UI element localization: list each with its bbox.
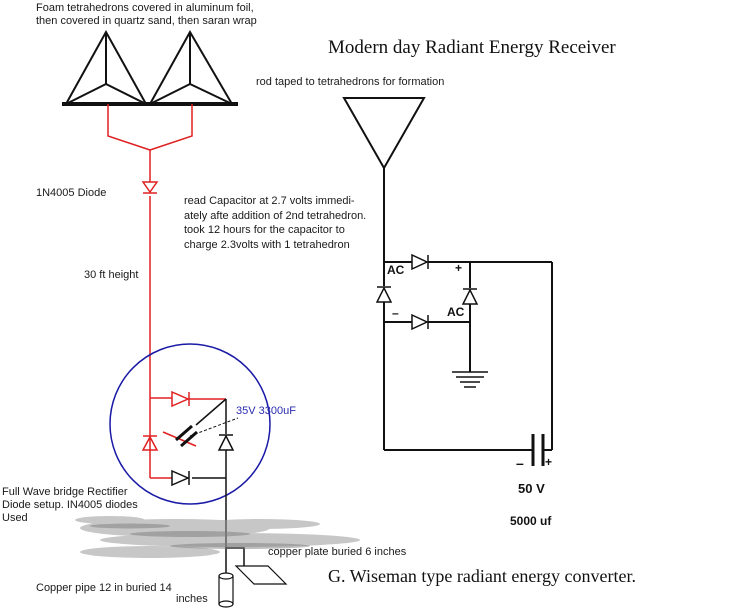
copper-pipe (218, 572, 234, 608)
bridge-rectifier-note: Full Wave bridge Rectifier Diode setup. … (2, 486, 138, 524)
ac-bottom-label: AC (447, 305, 465, 319)
red-feed-wires (107, 104, 193, 398)
main-diode-symbol (141, 181, 159, 194)
copper-pipe-label: Copper pipe 12 in buried 14 (36, 582, 172, 594)
tetrahedron-right (148, 29, 234, 105)
receiver-antenna (342, 97, 426, 262)
bridge-highlight-circle (109, 343, 271, 505)
bridge-diode-bottom (171, 469, 190, 487)
rod-note: rod taped to tetrahedrons for formation (256, 76, 445, 88)
ground-symbol (452, 371, 488, 388)
tetrahedron-left (64, 29, 148, 105)
capacitor-value-label: 35V 3300uF (236, 405, 296, 417)
minus-terminal-label: – (392, 306, 399, 320)
capacitor-reading-note: read Capacitor at 2.7 volts immedi- atel… (184, 195, 367, 251)
receiver-diode-top (411, 253, 429, 271)
copper-plate-label: copper plate buried 6 inches (268, 546, 407, 558)
receiver-diode-left (375, 286, 393, 303)
foam-tetrahedron-note: Foam tetrahedrons covered in aluminum fo… (36, 2, 257, 27)
height-label: 30 ft height (84, 269, 139, 281)
receiver-bridge-wires (383, 261, 553, 451)
footer-title: G. Wiseman type radiant energy converter… (328, 566, 637, 586)
capacitance-label: 5000 uf (510, 514, 552, 528)
inches-label: inches (176, 593, 208, 605)
diode-label: 1N4005 Diode (36, 187, 107, 199)
page-title: Modern day Radiant Energy Receiver (328, 37, 616, 58)
ac-top-label: AC (387, 263, 405, 277)
bridge-capacitor (175, 424, 198, 448)
capacitor-pointer (189, 417, 239, 437)
bridge-diode-top (171, 390, 190, 408)
receiver-capacitor (531, 434, 545, 466)
voltage-label: 50 V (518, 481, 545, 496)
bridge-diode-right (217, 434, 235, 451)
capacitor-minus-label: – (516, 455, 524, 471)
copper-plate (234, 565, 288, 585)
receiver-diode-bottom (411, 313, 429, 331)
bridge-diode-left (141, 435, 159, 451)
capacitor-plus-label: + (545, 455, 553, 469)
receiver-diode-right (461, 288, 479, 305)
ground-texture-dark (90, 523, 310, 549)
plus-terminal-label: + (455, 261, 463, 275)
